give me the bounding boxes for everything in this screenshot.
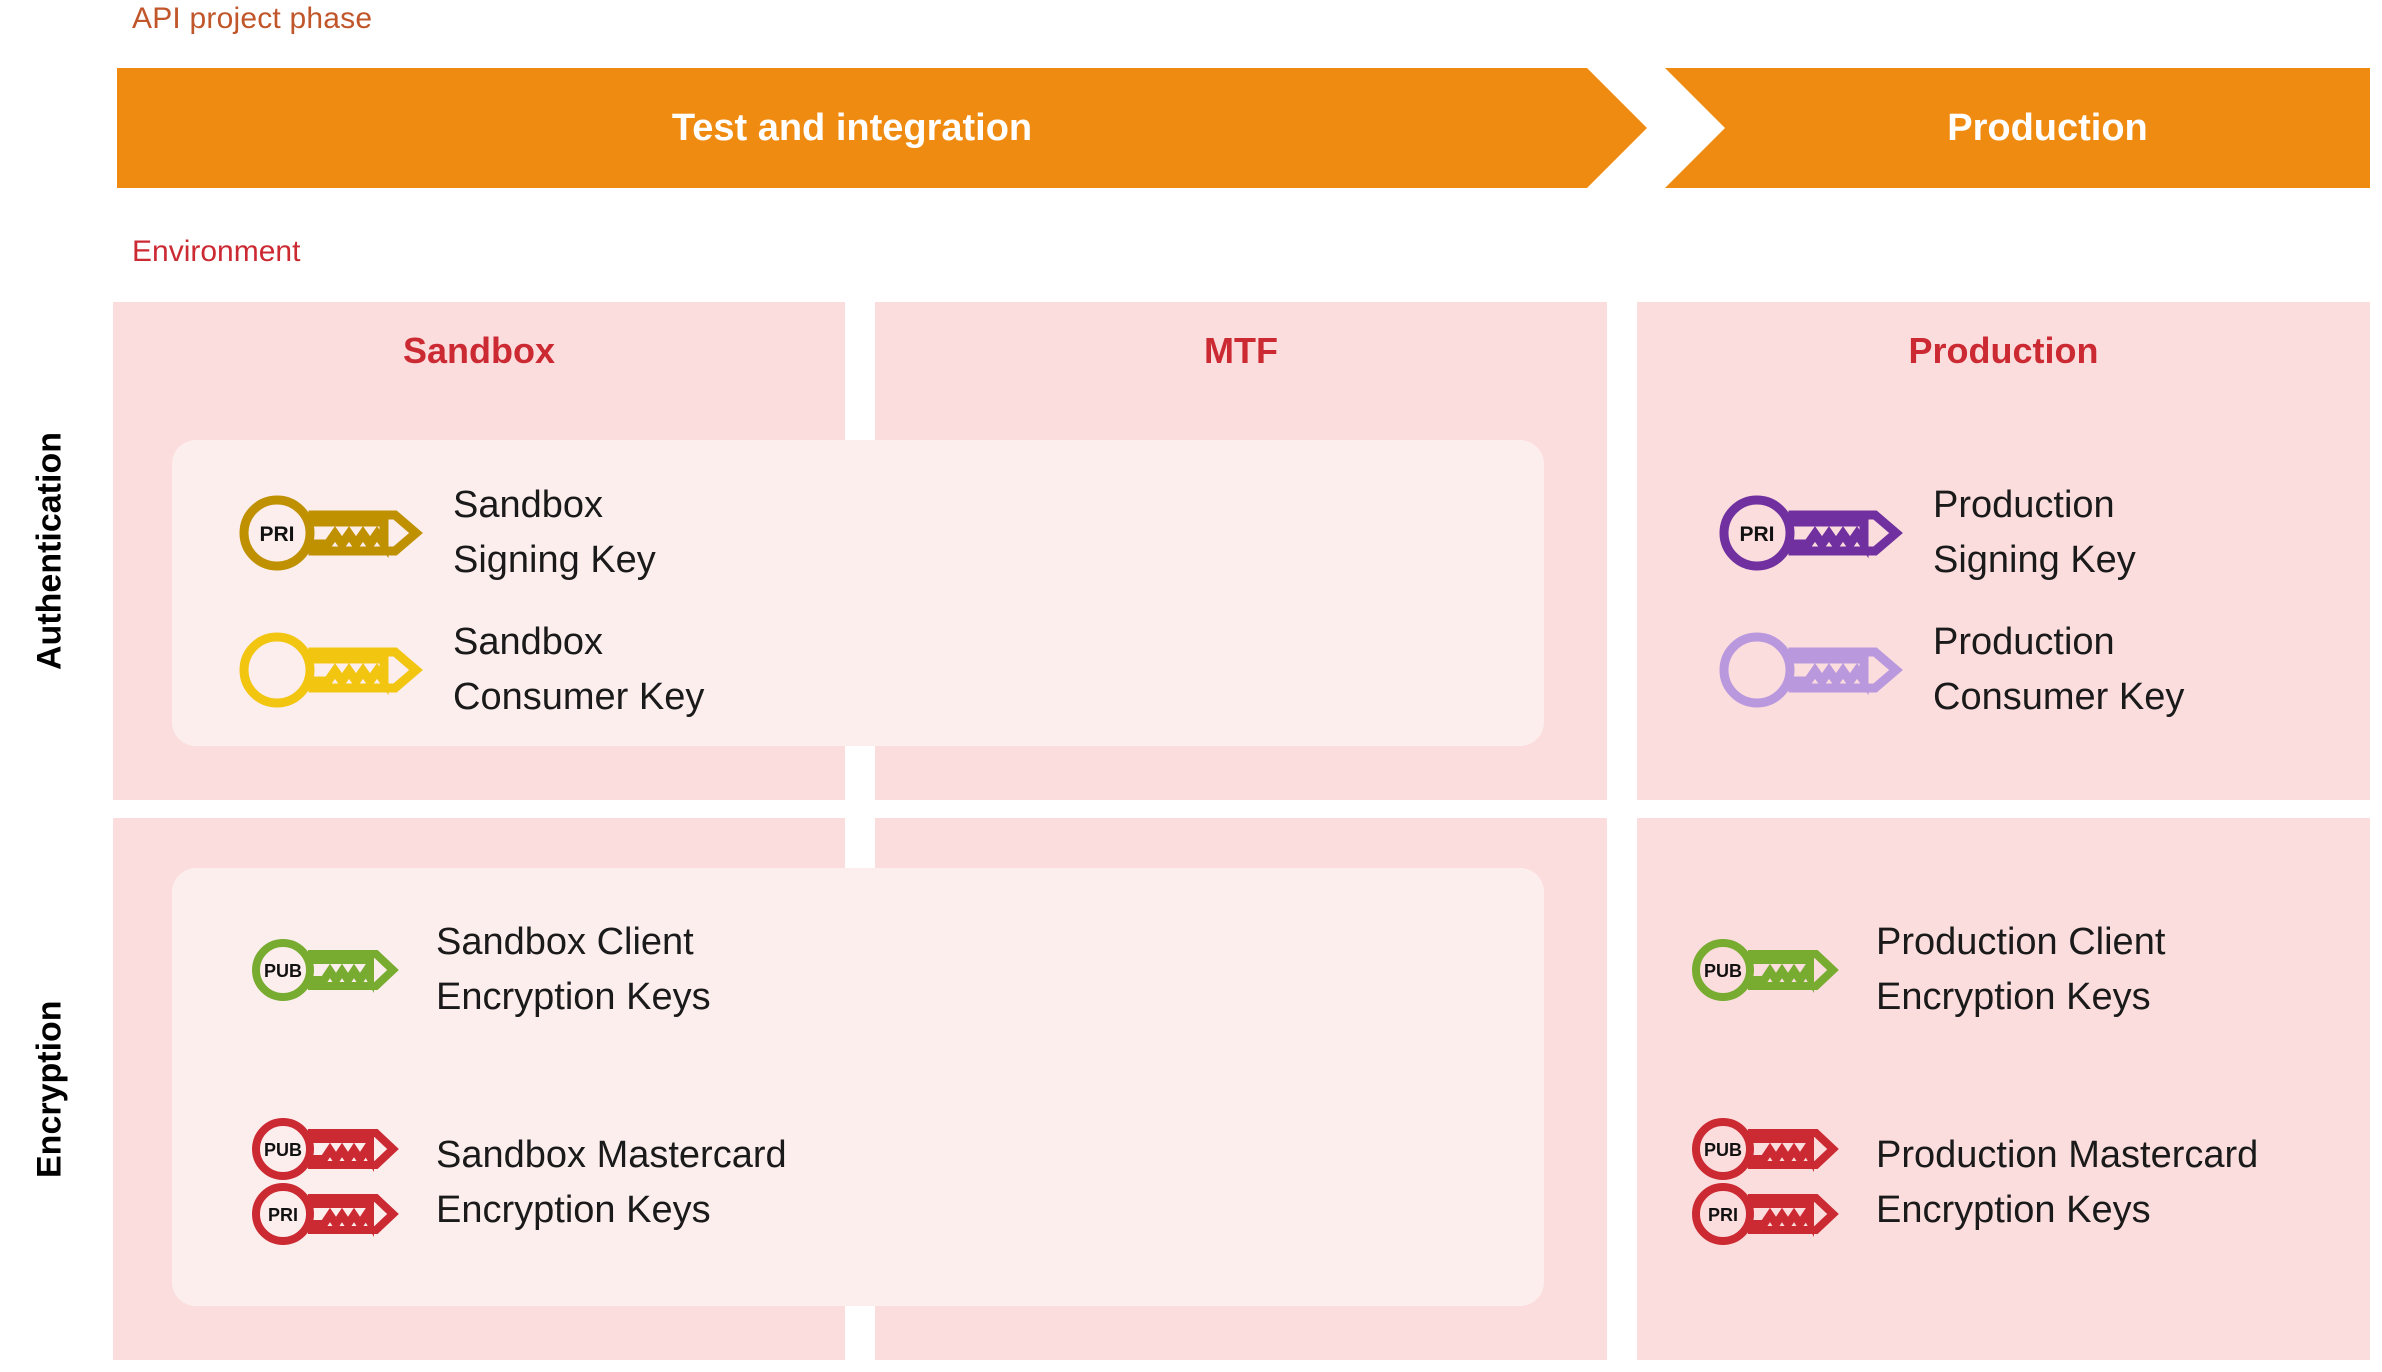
key-label: Production Signing Key xyxy=(1933,484,2136,581)
key-icon xyxy=(1715,625,1905,715)
phase-segment-label: Test and integration xyxy=(671,106,1033,149)
column-header-sandbox: Sandbox xyxy=(402,330,555,371)
key-icon: PUB xyxy=(1690,931,1840,1009)
inner-panel-authentication-test xyxy=(172,440,1544,746)
phase-bar: Test and integration Production xyxy=(117,68,2370,188)
key-item-sandbox-mastercard-encryption: PUB PRI Sandbox Mastercard Encryption Ke… xyxy=(250,1110,787,1256)
key-item-sandbox-client-encryption: PUB Sandbox Client Encryption Keys xyxy=(250,915,711,1025)
column-header-mtf: MTF xyxy=(1204,330,1278,371)
key-icon: PUB xyxy=(250,931,400,1009)
key-label: Production Mastercard Encryption Keys xyxy=(1876,1134,2259,1231)
inner-panel-encryption-test xyxy=(172,868,1544,1306)
key-item-production-client-encryption: PUB Production Client Encryption Keys xyxy=(1690,915,2165,1025)
key-item-sandbox-signing: PRI Sandbox Signing Key xyxy=(235,478,656,588)
svg-text:PUB: PUB xyxy=(1704,961,1742,981)
phase-segment-label: Production xyxy=(1947,106,2148,149)
svg-text:PRI: PRI xyxy=(259,523,294,546)
row-label-encryption: Encryption xyxy=(30,1000,69,1178)
api-project-phase-label: API project phase xyxy=(132,2,373,35)
phase-segment-test-and-integration: Test and integration xyxy=(117,68,1647,188)
key-label: Production Consumer Key xyxy=(1933,621,2185,718)
svg-text:PUB: PUB xyxy=(1704,1140,1742,1160)
key-item-production-consumer: Production Consumer Key xyxy=(1715,615,2184,725)
key-label: Production Client Encryption Keys xyxy=(1876,921,2166,1018)
key-label: Sandbox Signing Key xyxy=(453,484,656,581)
key-label: Sandbox Consumer Key xyxy=(453,621,705,718)
key-icon: PRI xyxy=(1715,488,1905,578)
phase-segment-production: Production xyxy=(1665,68,2370,188)
svg-text:PRI: PRI xyxy=(1708,1205,1738,1225)
key-label: Sandbox Mastercard Encryption Keys xyxy=(436,1134,787,1231)
column-header-production: Production xyxy=(1908,330,2099,371)
key-item-production-signing: PRI Production Signing Key xyxy=(1715,478,2136,588)
svg-text:PUB: PUB xyxy=(264,961,302,981)
row-label-authentication: Authentication xyxy=(30,432,69,670)
cell-authentication-production: Production xyxy=(1637,302,2370,800)
key-item-sandbox-consumer: Sandbox Consumer Key xyxy=(235,615,704,725)
key-label: Sandbox Client Encryption Keys xyxy=(436,921,711,1018)
key-pair-icon: PUB PRI xyxy=(1690,1110,1840,1256)
cell-encryption-production xyxy=(1637,818,2370,1360)
svg-text:PRI: PRI xyxy=(1739,523,1774,546)
key-item-production-mastercard-encryption: PUB PRI Production Mastercard Encryption… xyxy=(1690,1110,2258,1256)
key-icon xyxy=(235,625,425,715)
key-icon: PRI xyxy=(235,488,425,578)
svg-text:PRI: PRI xyxy=(268,1205,298,1225)
key-pair-icon: PUB PRI xyxy=(250,1110,400,1256)
environment-label: Environment xyxy=(132,235,301,268)
svg-text:PUB: PUB xyxy=(264,1140,302,1160)
